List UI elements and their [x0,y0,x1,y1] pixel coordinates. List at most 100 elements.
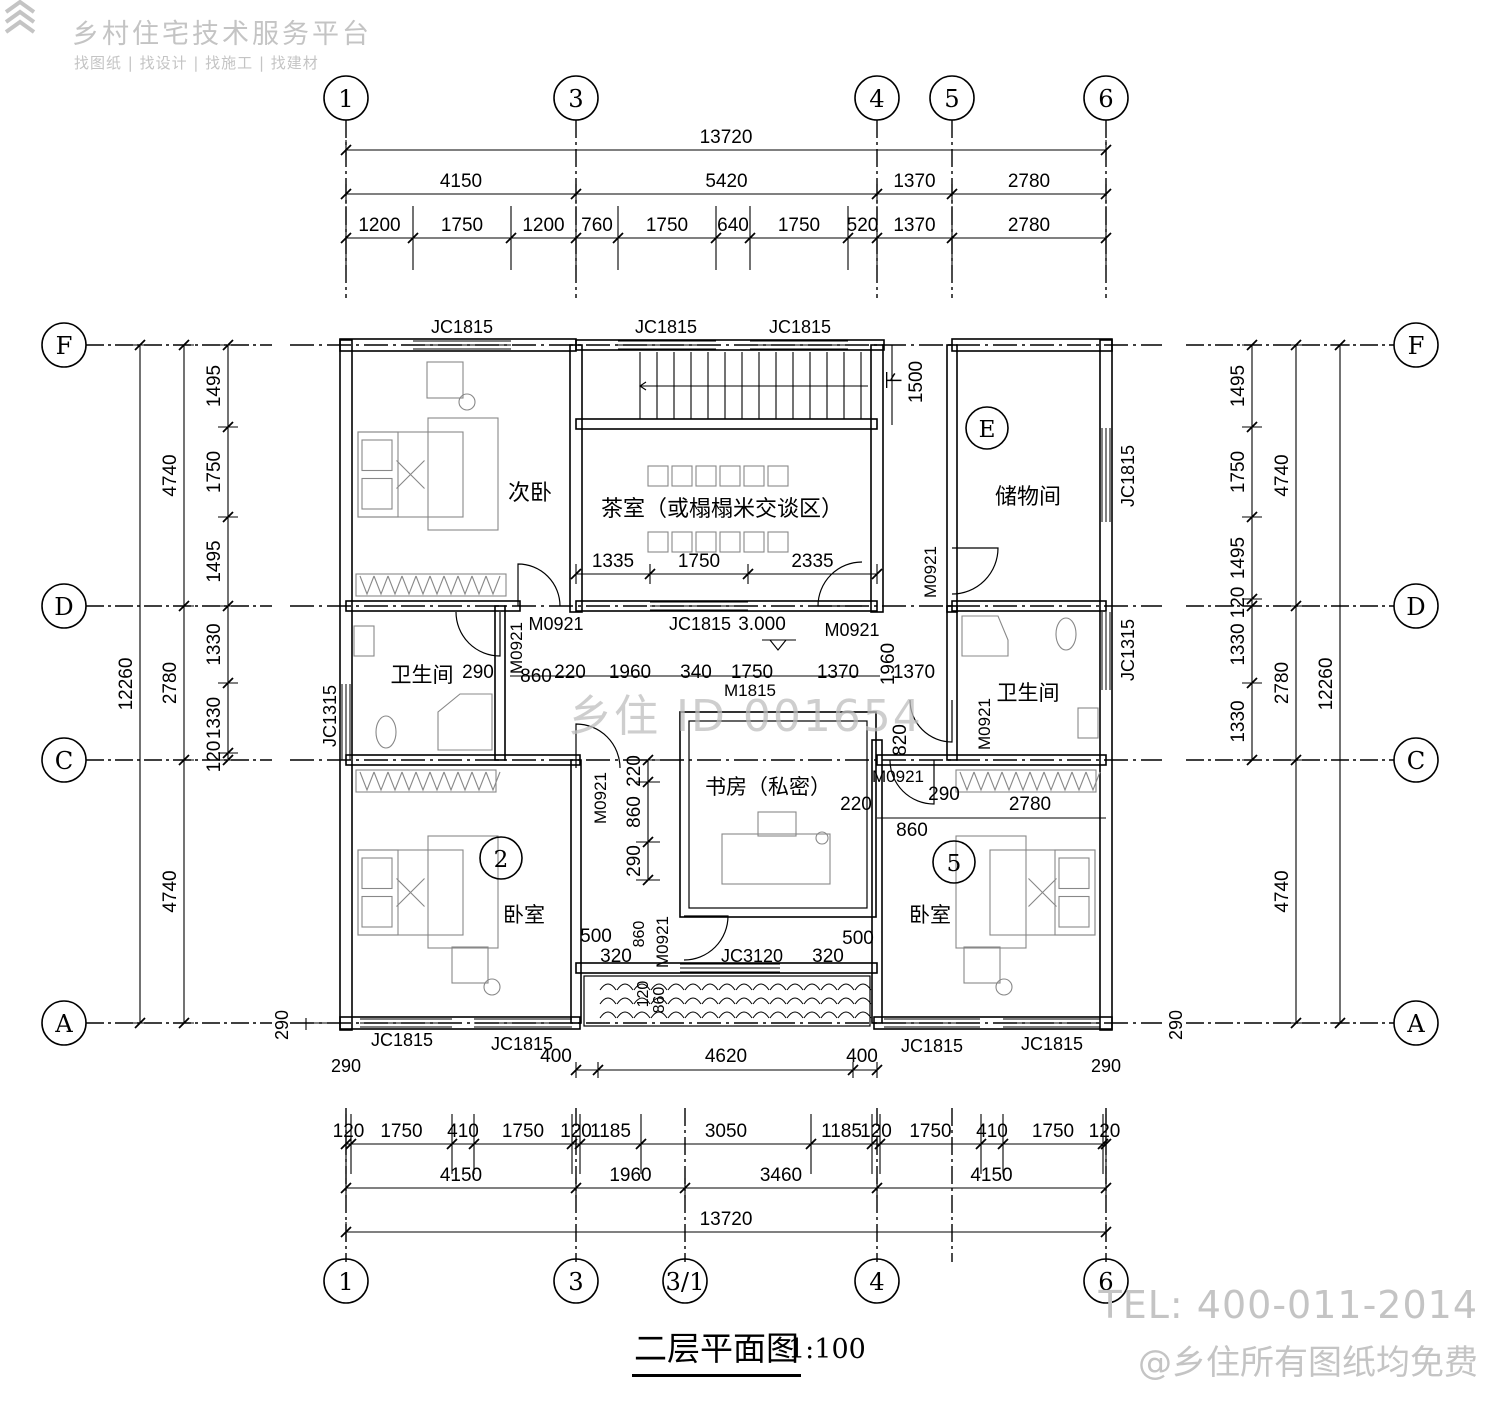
bed-frame [427,835,499,949]
dim-top-axis-tick [946,188,958,200]
wardrobe-hanger [973,771,989,792]
wardrobe-hanger [1043,771,1059,792]
dim-top-detail-tick [744,232,756,244]
dim-study-left-tick [642,874,654,886]
dim-bottom-detail-value: 1750 [909,1121,951,1142]
dim-left-detail-value: 1750 [204,451,225,493]
stair-arrow-icon [639,381,652,391]
dim-bottom-detail-value: 410 [447,1121,479,1142]
wardrobe-hanger [359,771,375,792]
axis-bubble-top-3 [553,75,599,121]
bed-right-headboard [1054,849,1096,936]
dim-left-axis-tick [178,1017,190,1029]
roof-tile [837,983,855,1019]
room-bath-left: 卫生间 [391,663,454,687]
dim-left-detail-tick [222,339,234,351]
dim-right-detail-tick [1246,593,1258,605]
dim-left-axis-tick [178,339,190,351]
dim-right-axis-tick [1290,339,1302,351]
window-tag: JC1315 [320,685,340,747]
room-storage: 储物间 [995,485,1061,510]
dim-right-detail-tick [1246,339,1258,351]
dim-top-axis-tick [1100,188,1112,200]
axis-bubble-right-F [1393,322,1439,368]
dim-left-axis-value: 4740 [160,870,181,912]
dim-top-detail-value: 760 [581,215,613,236]
dim-right-col-value: 820 [890,724,911,756]
free-drawings-notice: @乡住所有图纸均免费 [1138,1343,1478,1383]
bed-left-cushion-icon [396,878,425,907]
dim-bottom-row-value: 500 [842,928,874,949]
platform-watermark-links: 找图纸 | 找设计 | 找施工 | 找建材 [74,54,319,72]
wardrobe-hanger [373,575,389,596]
axis-bubble-top-4-label: 4 [869,85,884,113]
room-study: 书房（私密） [705,775,831,799]
dim-bottom-row-value: 500 [580,926,612,947]
dim-stair-value: 1500 [906,361,927,403]
dim-tea-value: 1335 [592,551,634,572]
dim-study-left-value: 220 [624,755,645,787]
axis-bubble-bottom-3 [553,1258,599,1304]
roof-tile [718,983,736,1019]
dim-balcony-tick [847,1064,859,1076]
side-table [458,393,476,411]
dim-right-total-tick [1334,1017,1346,1029]
dim-bottom-detail-value: 120 [860,1121,892,1142]
axis-bubble-bottom-4-label: 4 [869,1268,884,1296]
axis-bubble-top-5 [929,75,975,121]
dim-study-value: 220 [840,794,872,815]
wardrobe-hanger [987,771,1003,792]
door-tag: M0921 [824,620,879,640]
elevation-marker-icon [762,639,796,651]
wardrobe-hanger [959,771,975,792]
wardrobe-hanger [457,575,473,596]
dim-left-detail-value: 120 [204,741,225,773]
shower-tray-icon [437,693,493,751]
door-tag: M0921 [507,622,526,674]
window-tag: JC1315 [1118,619,1138,681]
axis-bubble-bottom-1 [323,1258,369,1304]
dim-top-axis-value: 1370 [893,171,935,192]
bed-secondary-headboard [357,431,399,518]
door-tag: M0921 [921,546,940,598]
dim-bottom-detail-tick [446,1138,458,1150]
inner-wall [494,605,506,761]
drawing-id-watermark: 乡住 ID 001654 [568,691,923,742]
tatami-cushion [719,531,741,553]
inner-wall [570,759,582,1024]
inner-wall [946,605,958,761]
axis-bubble-E-label: E [979,417,996,443]
bed-left-pillow [361,895,393,928]
roof-tile [854,983,872,1019]
window-tag: JC1815 [371,1030,433,1050]
dim-bottom-axis-tick [871,1182,883,1194]
dim-left-detail-value: 1330 [204,623,225,665]
inner-wall [870,344,884,613]
dim-right-detail-value: 1495 [1228,537,1249,579]
roof-tile [786,983,804,1019]
dim-top-detail-tick [570,232,582,244]
axis-bubble-top-1-label: 1 [338,85,353,113]
wardrobe-hanger [1015,771,1031,792]
tatami-cushion [671,531,693,553]
floor-elevation: 3.000 [738,614,786,635]
axis-bubble-bottom-6-label: 6 [1098,1268,1113,1296]
dim-bottom-row-value: 320 [812,946,844,967]
dim-tea-tick [570,568,582,580]
dim-bottom-axis-tick [570,1182,582,1194]
dim-right-detail-tick [1246,511,1258,523]
dim-left-axis-value: 2780 [160,662,181,704]
dim-left-total-tick [134,339,146,351]
dim-corridor-value: 1960 [609,662,651,683]
dim-bed-right-value: 2780 [1009,794,1051,815]
dim-balcony-tick [570,1064,582,1076]
wardrobe-hanger [1085,771,1101,792]
roof-tile [667,983,685,1019]
dim-left-detail-tick [222,754,234,766]
wardrobe [355,573,507,597]
tatami-cushion [647,531,669,553]
axis-bubble-top-1 [323,75,369,121]
dim-left-detail-value: 1495 [204,365,225,407]
dim-top-detail-tick [710,232,722,244]
dim-left-axis-tick [178,754,190,766]
